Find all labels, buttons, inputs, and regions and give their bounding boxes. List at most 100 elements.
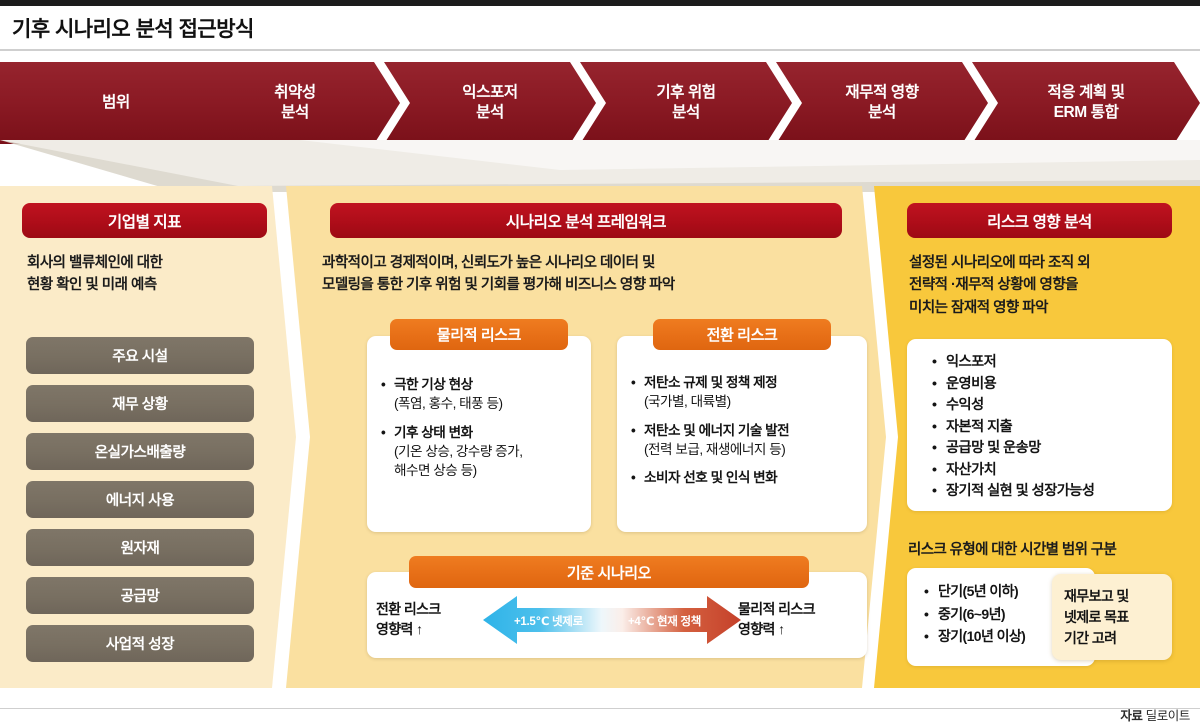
impact-item-label: 자산가치 bbox=[946, 461, 997, 478]
indicator-pill[interactable]: 온실가스배출량 bbox=[26, 433, 254, 470]
indicator-pill[interactable]: 공급망 bbox=[26, 577, 254, 614]
page-title: 기후 시나리오 분석 접근방식 bbox=[12, 18, 254, 41]
horizon-item-label: 중기(6~9년) bbox=[938, 605, 1006, 622]
horizon-list-item: • 단기(5년 이하) bbox=[924, 580, 1089, 603]
physical-risk-title: 물리적 리스크 bbox=[390, 319, 568, 350]
arrow-left-label: +1.5℃ 넷제로 bbox=[514, 616, 583, 628]
impact-list-item: •공급망 및 운송망 bbox=[932, 438, 1164, 460]
left-panel-badge: 기업별 지표 bbox=[22, 203, 267, 238]
bullet-icon: • bbox=[631, 422, 636, 438]
process-step-label: 기후 위험 분석 bbox=[656, 84, 716, 121]
transition-risk-title: 전환 리스크 bbox=[653, 319, 831, 350]
risk-list-item: • 극한 기상 현상 (폭염, 홍수, 태풍 등) bbox=[381, 375, 581, 414]
bullet-icon: • bbox=[631, 375, 636, 390]
indicator-pill[interactable]: 재무 상황 bbox=[26, 385, 254, 422]
right-panel: 리스크 영향 분석 설정된 시나리오에 따라 조직 외 전략적 ·재무적 상황에… bbox=[874, 186, 1200, 688]
process-step-label: 익스포저 분석 bbox=[462, 84, 518, 121]
bullet-icon: • bbox=[924, 605, 929, 622]
process-step-6[interactable]: 적응 계획 및 ERM 통합 bbox=[972, 62, 1200, 144]
risk-item-main: 소비자 선호 및 인식 변화 bbox=[644, 470, 778, 486]
arrow-right-label: +4℃ 현재 정책 bbox=[628, 616, 702, 628]
impact-item-label: 수익성 bbox=[946, 397, 984, 414]
top-rule bbox=[0, 0, 1200, 6]
source-attribution: 자료 딜로이트 bbox=[1120, 705, 1190, 724]
horizon-list: • 단기(5년 이하) • 중기(6~9년) • 장기(10년 이상) bbox=[924, 580, 1089, 648]
horizon-item-label: 장기(10년 이상) bbox=[938, 628, 1026, 645]
risk-item-sub: (폭염, 홍수, 태풍 등) bbox=[394, 396, 503, 412]
process-step-label: 적응 계획 및 ERM 통합 bbox=[1047, 84, 1125, 121]
left-panel-description: 회사의 밸류체인에 대한 현황 확인 및 미래 예측 bbox=[27, 255, 163, 294]
bullet-icon: • bbox=[932, 354, 937, 370]
impact-item-label: 운영비용 bbox=[946, 375, 997, 392]
baseline-scenario-title: 기준 시나리오 bbox=[409, 556, 809, 588]
process-step-label: 범위 bbox=[102, 94, 130, 112]
horizon-section-title: 리스크 유형에 대한 시간별 범위 구분 bbox=[908, 542, 1117, 558]
risk-list-item: • 소비자 선호 및 인식 변화 bbox=[631, 468, 857, 487]
horizon-list-item: • 중기(6~9년) bbox=[924, 603, 1089, 626]
transition-risk-items: • 저탄소 규제 및 정책 제정 (국가별, 대륙별) • 저탄소 및 에너지 … bbox=[631, 373, 857, 496]
risk-item-main: 기후 상태 변화 bbox=[394, 424, 473, 440]
perspective-shadow bbox=[0, 140, 1200, 192]
risk-list-item: • 기후 상태 변화 (기온 상승, 강수량 증가, 해수면 상승 등) bbox=[381, 423, 581, 481]
risk-item-sub: (전력 보급, 재생에너지 등) bbox=[644, 441, 786, 457]
process-step-4[interactable]: 기후 위험 분석 bbox=[580, 62, 792, 144]
center-panel-description: 과학적이고 경제적이며, 신뢰도가 높은 시나리오 데이터 및 모델링을 통한 … bbox=[322, 255, 675, 294]
indicator-pill[interactable]: 사업적 성장 bbox=[26, 625, 254, 662]
process-step-1[interactable]: 범위 bbox=[0, 62, 232, 144]
impact-list-item: • 익스포저 bbox=[932, 352, 1164, 374]
horizon-list-item: • 장기(10년 이상) bbox=[924, 625, 1089, 648]
horizon-note-card: 재무보고 및 넷제로 목표 기간 고려 bbox=[1052, 574, 1172, 660]
risk-item-sub: (기온 상승, 강수량 증가, 해수면 상승 등) bbox=[394, 443, 523, 479]
physical-risk-items: • 극한 기상 현상 (폭염, 홍수, 태풍 등) • 기후 상태 변화 (기온… bbox=[381, 375, 581, 489]
impact-list-card: •익스포저 •운영비용 •수익성 •자본적 지출 •공급망 및 운송망 •자산가… bbox=[907, 339, 1172, 511]
right-panel-description: 설정된 시나리오에 따라 조직 외 전략적 ·재무적 상황에 영향을 미치는 잠… bbox=[909, 255, 1091, 316]
center-panel-badge: 시나리오 분석 프레임워크 bbox=[330, 203, 842, 238]
risk-list-item: • 저탄소 및 에너지 기술 발전 (전력 보급, 재생에너지 등) bbox=[631, 421, 857, 460]
baseline-left-label: 전환 리스크 영향력 ↑ bbox=[376, 601, 441, 638]
risk-item-main: 저탄소 규제 및 정책 제정 bbox=[644, 375, 778, 390]
physical-risk-card: 물리적 리스크 • 극한 기상 현상 (폭염, 홍수, 태풍 등) • 기후 상… bbox=[367, 319, 591, 532]
bullet-icon: • bbox=[631, 470, 636, 486]
bullet-icon: • bbox=[932, 483, 937, 500]
risk-item-sub: (국가별, 대륙별) bbox=[644, 394, 731, 410]
bullet-icon: • bbox=[932, 418, 937, 435]
bullet-icon: • bbox=[381, 377, 386, 392]
right-panel-badge: 리스크 영향 분석 bbox=[907, 203, 1172, 238]
indicator-pill[interactable]: 원자재 bbox=[26, 529, 254, 566]
bullet-icon: • bbox=[932, 375, 937, 392]
impact-list: •익스포저 •운영비용 •수익성 •자본적 지출 •공급망 및 운송망 •자산가… bbox=[932, 352, 1164, 503]
impact-list-item: • 수익성 bbox=[932, 395, 1164, 417]
risk-list-item: • 저탄소 규제 및 정책 제정 (국가별, 대륙별) bbox=[631, 373, 857, 412]
process-step-5[interactable]: 재무적 영향 분석 bbox=[776, 62, 988, 144]
process-step-label: 취약성 분석 bbox=[274, 84, 316, 121]
source-label: 자료 bbox=[1120, 709, 1143, 723]
footer-divider bbox=[0, 708, 1200, 709]
process-step-label: 재무적 영향 분석 bbox=[845, 84, 919, 121]
bullet-icon: • bbox=[932, 461, 937, 478]
center-panel: 시나리오 분석 프레임워크 과학적이고 경제적이며, 신뢰도가 높은 시나리오 … bbox=[286, 186, 886, 688]
scenario-gradient-arrow bbox=[483, 596, 741, 644]
bullet-icon: • bbox=[381, 424, 386, 440]
process-flow: 범위 취약성 분석 익스포저 분석 기후 위험 분석 재무적 영향 분석 적응 … bbox=[0, 62, 1200, 144]
baseline-right-label: 물리적 리스크 영향력 ↑ bbox=[738, 601, 816, 638]
risk-item-main: 저탄소 및 에너지 기술 발전 bbox=[644, 422, 790, 438]
bullet-icon: • bbox=[932, 397, 937, 414]
source-value: 딜로이트 bbox=[1145, 709, 1191, 723]
process-step-2[interactable]: 취약성 분석 bbox=[190, 62, 400, 144]
process-step-3[interactable]: 익스포저 분석 bbox=[384, 62, 596, 144]
impact-list-item: • 자산가치 bbox=[932, 460, 1164, 482]
indicator-pill[interactable]: 주요 시설 bbox=[26, 337, 254, 374]
impact-list-item: • 장기적 실현 및 성장가능성 bbox=[932, 481, 1164, 503]
impact-list-item: • 운영비용 bbox=[932, 374, 1164, 396]
panels-container: 기업별 지표 회사의 밸류체인에 대한 현황 확인 및 미래 예측 주요 시설 … bbox=[0, 186, 1200, 688]
impact-list-item: •자본적 지출 bbox=[932, 417, 1164, 439]
title-divider bbox=[0, 49, 1200, 51]
impact-item-label: 공급망 및 운송망 bbox=[946, 440, 1041, 457]
bullet-icon: • bbox=[924, 628, 929, 645]
transition-risk-card: 전환 리스크 • 저탄소 규제 및 정책 제정 (국가별, 대륙별) • 저탄소… bbox=[617, 319, 867, 532]
indicator-pill[interactable]: 에너지 사용 bbox=[26, 481, 254, 518]
bullet-icon: • bbox=[924, 583, 929, 599]
impact-item-label: 장기적 실현 및 성장가능성 bbox=[946, 483, 1095, 500]
impact-item-label: 익스포저 bbox=[946, 354, 997, 370]
horizon-item-label: 단기(5년 이하) bbox=[938, 583, 1019, 599]
